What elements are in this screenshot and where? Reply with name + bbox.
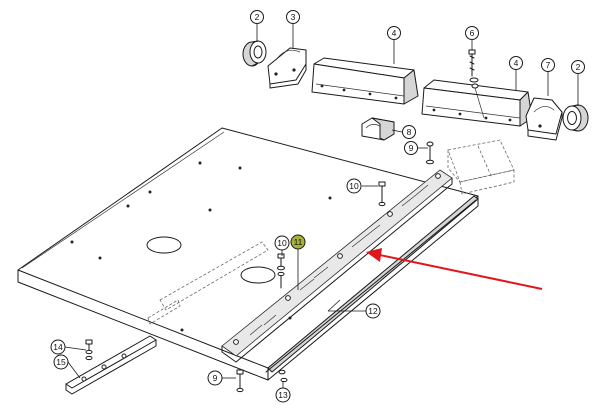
plate-underside-strip xyxy=(159,241,269,311)
callout-2-right: 2 xyxy=(571,60,585,74)
svg-text:15: 15 xyxy=(56,357,66,367)
bolt-part-9-upper xyxy=(426,141,434,165)
svg-text:2: 2 xyxy=(255,12,260,22)
callout-7: 7 xyxy=(541,58,555,72)
cover-part-4-right xyxy=(421,79,533,127)
svg-text:2: 2 xyxy=(576,62,581,72)
svg-text:7: 7 xyxy=(546,60,551,70)
block-part-8 xyxy=(361,117,395,141)
callout-2-left: 2 xyxy=(250,10,264,24)
bracket-part-7 xyxy=(525,97,563,141)
svg-text:13: 13 xyxy=(278,390,288,400)
support-bar-part-11 xyxy=(221,169,453,363)
svg-text:4: 4 xyxy=(392,28,397,38)
rail-part-12 xyxy=(265,195,479,373)
svg-text:6: 6 xyxy=(470,28,475,38)
phantom-housing xyxy=(447,139,515,195)
callout-11-highlighted: 11 xyxy=(290,234,306,250)
callout-8: 8 xyxy=(402,125,416,139)
bolt-part-9-lower xyxy=(236,369,244,393)
callout-14: 14 xyxy=(50,339,66,355)
svg-text:10: 10 xyxy=(349,181,359,191)
callout-6: 6 xyxy=(465,26,479,40)
red-pointer-arrow xyxy=(366,248,543,290)
bolt-part-14 xyxy=(85,339,93,361)
callout-9-lower: 9 xyxy=(207,370,223,386)
callout-9-upper: 9 xyxy=(404,141,418,155)
cover-part-4-left xyxy=(311,57,419,105)
callout-10-lower: 10 xyxy=(274,235,290,251)
bolt-part-10-lower xyxy=(277,253,285,289)
leader-lines xyxy=(64,24,579,388)
svg-text:12: 12 xyxy=(368,306,378,316)
svg-text:4: 4 xyxy=(514,58,519,68)
bolt-part-13 xyxy=(278,369,288,383)
svg-text:8: 8 xyxy=(407,127,412,137)
base-plate xyxy=(17,127,479,381)
svg-text:10: 10 xyxy=(277,238,287,248)
bushing-part-2-right xyxy=(562,104,589,132)
bracket-part-15 xyxy=(65,335,157,395)
callout-4-right: 4 xyxy=(509,56,523,70)
bracket-part-3 xyxy=(267,47,307,89)
callout-3: 3 xyxy=(286,10,300,24)
plate-center-hole xyxy=(146,236,182,254)
plate-lower-hole xyxy=(240,266,276,284)
svg-text:14: 14 xyxy=(53,342,63,352)
svg-text:11: 11 xyxy=(294,237,303,247)
callout-13: 13 xyxy=(275,387,291,403)
callout-15: 15 xyxy=(53,354,69,370)
svg-text:9: 9 xyxy=(409,143,414,153)
bolt-part-10-upper xyxy=(378,181,386,207)
svg-text:9: 9 xyxy=(213,373,218,383)
callout-4-left: 4 xyxy=(387,26,401,40)
callout-10-upper: 10 xyxy=(346,178,362,194)
bushing-part-2-left xyxy=(242,40,267,67)
callout-12: 12 xyxy=(365,303,381,319)
svg-text:3: 3 xyxy=(291,12,296,22)
